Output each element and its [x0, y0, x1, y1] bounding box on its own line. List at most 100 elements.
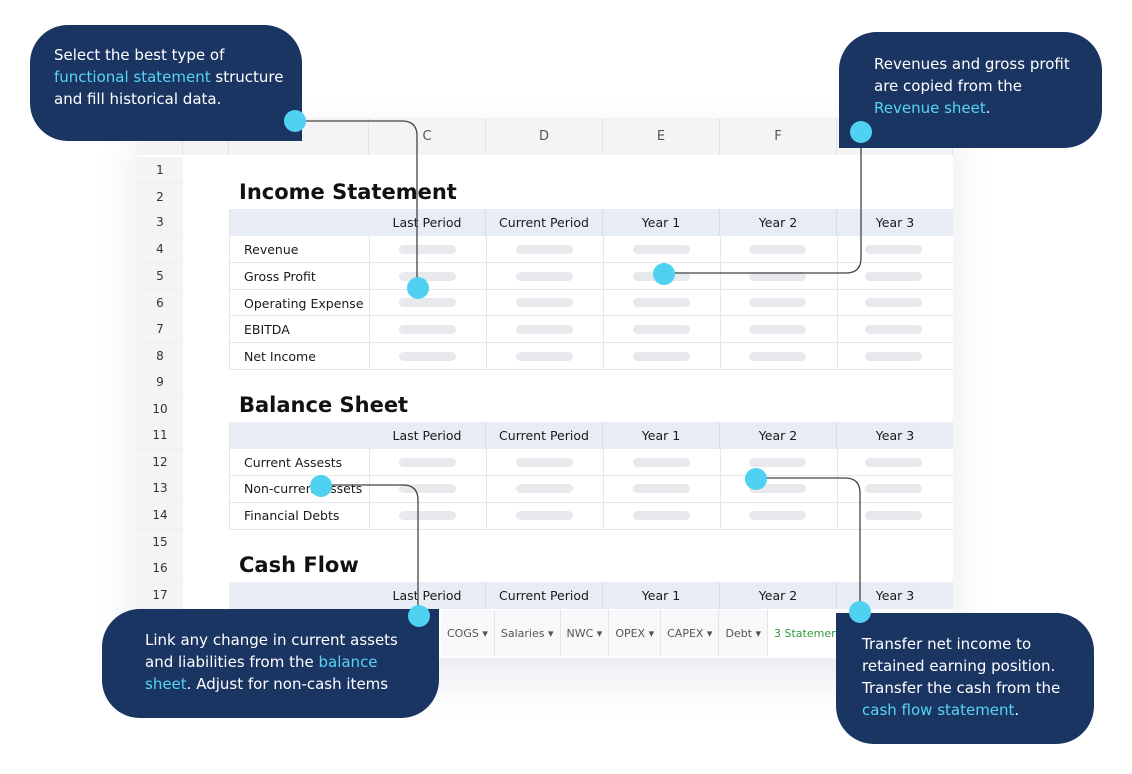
placeholder-cell[interactable] — [399, 298, 456, 307]
income-header-current-period[interactable]: Current Period — [486, 209, 603, 236]
placeholder-cell[interactable] — [633, 484, 690, 493]
cashflow-header-last-period[interactable]: Last Period — [369, 582, 486, 609]
placeholder-cell[interactable] — [865, 511, 922, 520]
placeholder-cell[interactable] — [516, 511, 573, 520]
row-number[interactable]: 15 — [137, 529, 183, 556]
placeholder-cell[interactable] — [516, 352, 573, 361]
gridline — [229, 315, 953, 316]
cashflow-header-year-1[interactable]: Year 1 — [603, 582, 720, 609]
placeholder-cell[interactable] — [633, 298, 690, 307]
income-header-year-3[interactable]: Year 3 — [875, 215, 915, 230]
row-number[interactable]: 3 — [137, 209, 183, 236]
gridline — [720, 449, 721, 529]
tab-nwc[interactable]: NWC ▾ — [560, 610, 610, 656]
placeholder-cell[interactable] — [516, 325, 573, 334]
row-number[interactable]: 11 — [137, 422, 183, 449]
row-number[interactable]: 4 — [137, 236, 183, 263]
placeholder-cell[interactable] — [399, 511, 456, 520]
cashflow-header-year-3[interactable]: Year 3 — [875, 588, 915, 603]
cashflow-header-year-2[interactable]: Year 2 — [720, 582, 837, 609]
placeholder-cell[interactable] — [516, 298, 573, 307]
balance-header-current-period[interactable]: Current Period — [486, 422, 603, 449]
placeholder-cell[interactable] — [399, 484, 456, 493]
column-header-d[interactable]: D — [486, 118, 603, 155]
placeholder-cell[interactable] — [516, 245, 573, 254]
balance-header-last-period[interactable]: Last Period — [369, 422, 486, 449]
placeholder-cell[interactable] — [399, 352, 456, 361]
tab-opex[interactable]: OPEX ▾ — [609, 610, 662, 656]
balance-header-year-3[interactable]: Year 3 — [875, 428, 915, 443]
placeholder-cell[interactable] — [865, 272, 922, 281]
row-number[interactable]: 10 — [137, 396, 183, 423]
callout-text: . — [1014, 701, 1020, 719]
tab-salaries[interactable]: Salaries ▾ — [494, 610, 561, 656]
placeholder-cell[interactable] — [865, 325, 922, 334]
placeholder-cell[interactable] — [749, 325, 806, 334]
balance-header-year-1[interactable]: Year 1 — [603, 422, 720, 449]
income-row-gross-profit[interactable]: Gross Profit — [244, 269, 316, 284]
income-row-revenue[interactable]: Revenue — [244, 242, 299, 257]
gridline — [229, 529, 953, 530]
callout-cash-flow-statement: Transfer net income to retained earning … — [836, 613, 1094, 744]
income-header-year-2[interactable]: Year 2 — [720, 209, 837, 236]
placeholder-cell[interactable] — [516, 458, 573, 467]
placeholder-cell[interactable] — [633, 511, 690, 520]
callout-text: Select the best type of — [54, 46, 225, 64]
placeholder-cell[interactable] — [749, 298, 806, 307]
placeholder-cell[interactable] — [516, 484, 573, 493]
row-number[interactable]: 12 — [137, 449, 183, 476]
cash-flow-title: Cash Flow — [239, 553, 359, 577]
callout-text: . — [985, 99, 991, 117]
placeholder-cell[interactable] — [749, 458, 806, 467]
placeholder-cell[interactable] — [865, 352, 922, 361]
placeholder-cell[interactable] — [399, 325, 456, 334]
row-number[interactable]: 6 — [137, 290, 183, 317]
placeholder-cell[interactable] — [633, 352, 690, 361]
row-number[interactable]: 9 — [137, 369, 183, 396]
income-header-last-period[interactable]: Last Period — [369, 209, 486, 236]
income-row-net-income[interactable]: Net Income — [244, 349, 316, 364]
row-number[interactable]: 14 — [137, 502, 183, 529]
placeholder-cell[interactable] — [749, 352, 806, 361]
tab-capex[interactable]: CAPEX ▾ — [661, 610, 720, 656]
income-row-ebitda[interactable]: EBITDA — [244, 322, 290, 337]
tab-debt[interactable]: Debt ▾ — [719, 610, 769, 656]
callout-text: Transfer net income to retained earning … — [862, 635, 1061, 697]
placeholder-cell[interactable] — [865, 484, 922, 493]
row-number[interactable]: 7 — [137, 316, 183, 343]
row-number[interactable]: 2 — [137, 184, 183, 211]
placeholder-cell[interactable] — [633, 245, 690, 254]
gridline — [369, 236, 370, 369]
placeholder-cell[interactable] — [633, 458, 690, 467]
column-header-c[interactable]: C — [369, 118, 486, 155]
tab-cogs[interactable]: COGS ▾ — [441, 610, 495, 656]
row-number[interactable]: 13 — [137, 475, 183, 502]
balance-row-current-assets[interactable]: Current Assests — [244, 455, 343, 470]
row-number[interactable]: 5 — [137, 263, 183, 290]
placeholder-cell[interactable] — [399, 272, 456, 281]
placeholder-cell[interactable] — [633, 325, 690, 334]
cashflow-header-current-period[interactable]: Current Period — [486, 582, 603, 609]
row-number[interactable]: 16 — [137, 555, 183, 582]
row-number[interactable]: 8 — [137, 343, 183, 370]
placeholder-cell[interactable] — [749, 272, 806, 281]
income-header-year-1[interactable]: Year 1 — [603, 209, 720, 236]
placeholder-cell[interactable] — [749, 245, 806, 254]
gridline — [229, 262, 953, 263]
sheet-tabs: COGS ▾ Salaries ▾ NWC ▾ OPEX ▾ CAPEX ▾ D… — [441, 610, 857, 656]
placeholder-cell[interactable] — [516, 272, 573, 281]
income-row-operating-expense[interactable]: Operating Expense — [244, 296, 364, 311]
placeholder-cell[interactable] — [399, 245, 456, 254]
balance-row-financial-debts[interactable]: Financial Debts — [244, 508, 340, 523]
placeholder-cell[interactable] — [865, 298, 922, 307]
placeholder-cell[interactable] — [865, 245, 922, 254]
column-header-f[interactable]: F — [720, 118, 837, 155]
row-number[interactable]: 1 — [137, 157, 183, 184]
placeholder-cell[interactable] — [865, 458, 922, 467]
balance-header-year-2[interactable]: Year 2 — [720, 422, 837, 449]
row-number[interactable]: 17 — [137, 582, 183, 609]
balance-row-non-current-assets[interactable]: Non-current assets — [244, 481, 363, 496]
placeholder-cell[interactable] — [749, 511, 806, 520]
placeholder-cell[interactable] — [399, 458, 456, 467]
column-header-e[interactable]: E — [603, 118, 720, 155]
